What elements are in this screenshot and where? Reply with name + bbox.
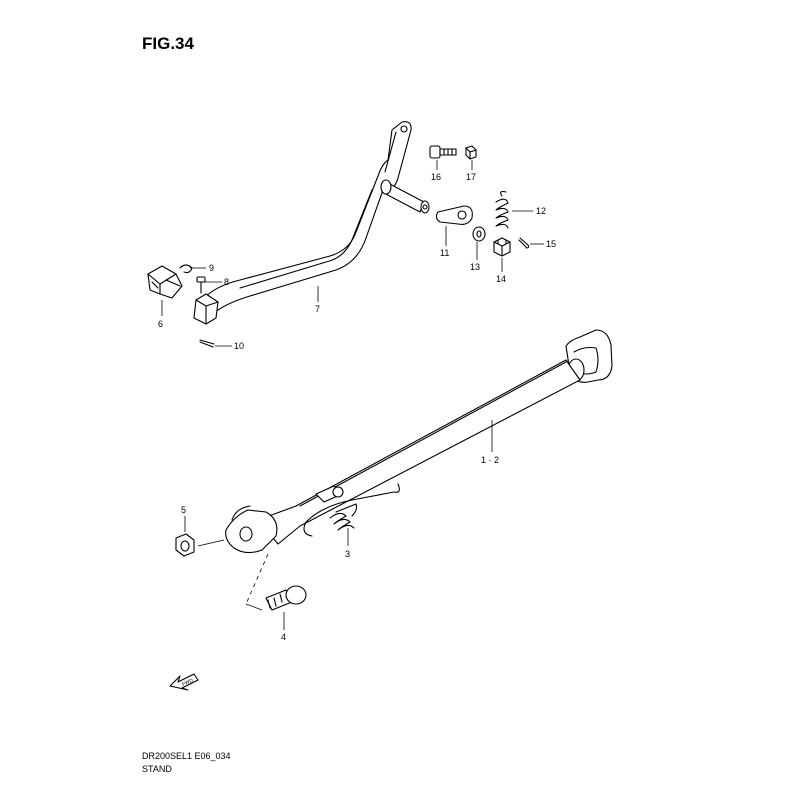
footer-code: DR200SEL1 E06_034: [142, 751, 231, 761]
callout-part-9: 9: [209, 263, 215, 273]
bolt-16: [429, 145, 457, 159]
callout-part-7: 7: [315, 304, 321, 314]
callout-part-10: 10: [234, 341, 245, 351]
callout-part-5: 5: [181, 505, 187, 515]
clip-9: [179, 264, 193, 274]
callout-part-11: 11: [440, 248, 450, 258]
cotter-10: [199, 339, 215, 348]
callout-part-14: 14: [496, 274, 507, 284]
spring-3: [303, 483, 400, 537]
nut-17: [465, 145, 477, 160]
side-stand: [225, 329, 613, 554]
callout-part-15: 15: [546, 239, 557, 249]
pivot-shaft: [380, 179, 430, 214]
nut-5: [175, 533, 195, 557]
washer-13: [472, 226, 486, 242]
footer-name: STAND: [142, 764, 172, 774]
bracket-6: [147, 265, 183, 299]
assembly-lines: [197, 539, 269, 611]
cotter-pin-15: [518, 237, 530, 249]
callout-leaders: [161, 160, 544, 630]
callout-part-4: 4: [281, 632, 287, 642]
castle-nut-14: [493, 237, 511, 257]
callout-part-1-2: 1 · 2: [481, 455, 500, 465]
callout-part-6: 6: [158, 319, 164, 329]
brake-pedal-arm: [193, 121, 412, 325]
pin-8: [196, 276, 206, 294]
callout-part-17: 17: [466, 172, 477, 182]
callout-part-8: 8: [224, 277, 230, 287]
figure-title: FIG.34: [142, 34, 194, 53]
callout-part-16: 16: [431, 172, 442, 182]
callout-part-12: 12: [536, 206, 547, 216]
spring-12: [495, 190, 509, 229]
fwd-arrow-icon: FWD: [169, 673, 199, 691]
bolt-4: [265, 585, 307, 611]
callout-part-3: 3: [345, 549, 351, 559]
plate-11: [435, 205, 473, 225]
callout-part-13: 13: [470, 262, 481, 272]
fwd-arrow-label: FWD: [181, 678, 194, 688]
